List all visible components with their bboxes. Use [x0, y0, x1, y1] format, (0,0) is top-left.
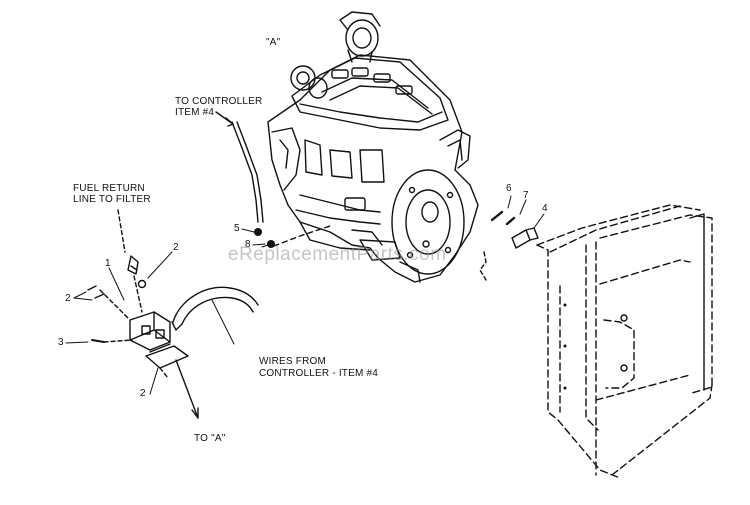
fuel-filter-assembly [65, 209, 199, 419]
watermark: eReplacementParts.com [228, 244, 447, 265]
label-fuel-return-line1: FUEL RETURN [73, 183, 145, 194]
label-to-a: TO "A" [194, 433, 226, 444]
item-8-grommet [267, 240, 275, 248]
item-5-fitting [254, 228, 262, 236]
label-fuel-return-line2: LINE TO FILTER [73, 194, 151, 205]
label-wires-line1: WIRES FROM [259, 356, 326, 367]
callout-5: 5 [234, 223, 240, 234]
label-to-controller-line2: ITEM #4 [175, 107, 215, 118]
callout-3: 3 [58, 337, 64, 348]
callout-2-left: 2 [65, 293, 71, 304]
controller-cable [231, 121, 259, 223]
control-enclosure [536, 204, 713, 479]
callout-2-bottom: 2 [140, 388, 146, 399]
callout-1: 1 [105, 258, 111, 269]
callout-8: 8 [245, 239, 251, 250]
wire-harness [172, 286, 259, 323]
engine-illustration [267, 11, 479, 283]
label-wires-line2: CONTROLLER - ITEM #4 [259, 368, 379, 379]
callout-7: 7 [523, 190, 529, 201]
callout-2-top: 2 [173, 242, 179, 253]
callout-4: 4 [542, 203, 548, 214]
callout-6: 6 [506, 183, 512, 194]
label-to-controller-line1: TO CONTROLLER [175, 96, 263, 107]
label-a-top: "A" [266, 37, 281, 48]
